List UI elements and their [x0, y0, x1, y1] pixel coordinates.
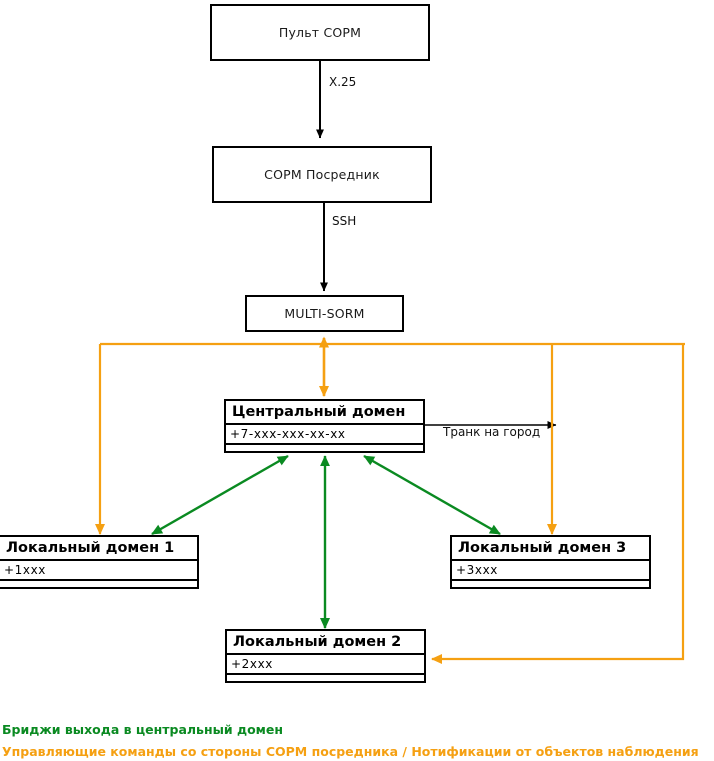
central-domain-operations	[226, 445, 423, 451]
edge-label-x25: X.25	[329, 75, 357, 89]
local-domain-1-title: Локальный домен 1	[0, 537, 197, 562]
local-domain-3-number: +3xxx	[452, 561, 649, 581]
edge-label-ssh: SSH	[332, 214, 357, 228]
orange-edge-bus-to-domain2	[431, 344, 685, 664]
node-local-domain-1[interactable]: Локальный домен 1 +1xxx	[0, 535, 199, 589]
node-multisorm[interactable]: MULTI-SORM	[245, 295, 404, 332]
local-domain-2-operations	[227, 675, 424, 681]
node-mediator[interactable]: СОРМ Посредник	[212, 146, 432, 203]
node-multisorm-label: MULTI-SORM	[284, 306, 365, 321]
local-domain-1-number: +1xxx	[0, 561, 197, 581]
node-central-domain[interactable]: Центральный домен +7-xxx-xxx-xx-xx	[224, 399, 425, 453]
edge-label-trunk: Транк на город	[443, 425, 541, 439]
local-domain-2-title: Локальный домен 2	[227, 631, 424, 656]
node-console[interactable]: Пульт СОРМ	[210, 4, 430, 61]
green-edge-domain3-central	[363, 454, 501, 536]
local-domain-1-operations	[0, 581, 197, 587]
node-console-label: Пульт СОРМ	[278, 25, 362, 40]
local-domain-3-operations	[452, 581, 649, 587]
legend-control: Управляющие команды со стороны СОРМ поср…	[2, 744, 699, 759]
node-mediator-label: СОРМ Посредник	[264, 167, 380, 182]
green-edge-domain1-central	[151, 454, 289, 536]
local-domain-3-title: Локальный домен 3	[452, 537, 649, 562]
central-domain-number: +7-xxx-xxx-xx-xx	[226, 425, 423, 445]
local-domain-2-number: +2xxx	[227, 655, 424, 675]
node-local-domain-2[interactable]: Локальный домен 2 +2xxx	[225, 629, 426, 683]
central-domain-title: Центральный домен	[226, 401, 423, 426]
legend-bridges: Бриджи выхода в центральный домен	[2, 722, 284, 737]
node-local-domain-3[interactable]: Локальный домен 3 +3xxx	[450, 535, 651, 589]
